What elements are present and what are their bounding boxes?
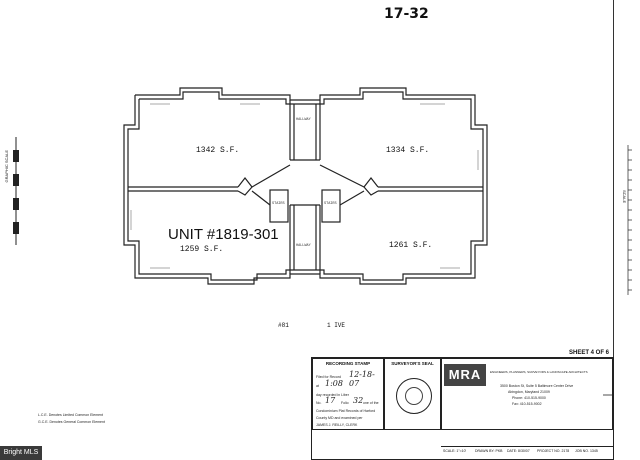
inner-wall bbox=[127, 91, 484, 281]
stamp-line: JAMES J. REILLY, CLERK bbox=[316, 423, 358, 427]
unit-area: 1259 S.F. bbox=[180, 245, 224, 254]
firm-line: ENGINEERS, PLANNERS, SURVEYORS & LANDSCA… bbox=[490, 370, 588, 374]
surveyor-seal-icon bbox=[396, 378, 432, 414]
surveyors-seal-box: SURVEYOR'S SEAL bbox=[384, 358, 441, 430]
legend: L.C.E. Denotes Limited Common Element G.… bbox=[38, 412, 105, 426]
stamp-line: County MD and examined per bbox=[316, 416, 363, 420]
scale-label-right: SCALE bbox=[622, 190, 627, 204]
firm-line: 3500 Boston St, Suite 5 Baltimore Center… bbox=[500, 384, 574, 388]
graphic-scale-label: GRAPHIC SCALE bbox=[4, 150, 9, 183]
footer-job: JOB NO. 1345 bbox=[575, 449, 598, 453]
title-block-footer: SCALE: 1"=10' DRAWN BY: PKB DATE: 8/30/0… bbox=[441, 446, 613, 460]
firm-line: Fax: 410-515-9002 bbox=[512, 402, 542, 406]
stamp-time-handwritten: 1:08 bbox=[325, 379, 343, 388]
figure-label: #81 bbox=[278, 322, 289, 329]
stair-label-left: STAIRS bbox=[272, 202, 285, 206]
room-area-ne: 1334 S.F. bbox=[386, 146, 430, 155]
stamp-folio-handwritten: 32 bbox=[353, 396, 364, 405]
stamp-line: Filed for Record bbox=[316, 375, 341, 379]
stamp-line: at bbox=[316, 384, 319, 388]
mra-logo: MRA bbox=[444, 364, 486, 386]
mls-watermark: Bright MLS bbox=[0, 446, 42, 460]
level-label: 1 IVE bbox=[327, 322, 346, 329]
stamp-line: one of the bbox=[363, 401, 379, 405]
graphic-scale-right bbox=[627, 145, 632, 295]
footer-date: DATE: 8/30/07 bbox=[507, 449, 530, 453]
firm-info bbox=[441, 358, 613, 430]
hallway-label-bottom: HALLWAY bbox=[296, 244, 311, 248]
footer-scale: SCALE: 1"=10' bbox=[443, 449, 467, 453]
firm-line: Phone: 410-515-9000 bbox=[512, 396, 546, 400]
footer-project: PROJECT NO. 2178 bbox=[537, 449, 570, 453]
legend-gce: G.C.E. Denotes General Common Element bbox=[38, 420, 105, 424]
stair-label-right: STAIRS bbox=[324, 202, 337, 206]
stamp-line: day recorded in Liber bbox=[316, 393, 349, 397]
sheet-number: SHEET 4 OF 6 bbox=[568, 350, 609, 356]
surveyors-seal-header: SURVEYOR'S SEAL bbox=[391, 361, 434, 366]
legend-lce: L.C.E. Denotes Limited Common Element bbox=[38, 413, 103, 417]
title-block: SHEET 4 OF 6 RECORDING STAMP Filed for R… bbox=[311, 350, 614, 460]
recording-stamp: RECORDING STAMP Filed for Record 12-18-0… bbox=[312, 358, 384, 430]
sheet-id: 17-32 bbox=[384, 6, 429, 22]
room-area-se: 1261 S.F. bbox=[389, 241, 433, 250]
footer-drawn-by: DRAWN BY: PKB bbox=[475, 449, 503, 453]
hallway-label-top: HALLWAY bbox=[296, 118, 311, 122]
graphic-scale-left bbox=[13, 137, 19, 245]
sheet-border bbox=[613, 0, 614, 460]
unit-label: UNIT #1819-301 bbox=[168, 226, 279, 243]
stamp-line: No. bbox=[316, 401, 322, 405]
stamp-date-handwritten: 12-18-07 bbox=[349, 370, 375, 388]
stamp-no-handwritten: 17 bbox=[325, 396, 336, 405]
room-area-nw: 1342 S.F. bbox=[196, 146, 240, 155]
firm-line: Abingdon, Maryland 21009 bbox=[508, 390, 550, 394]
stamp-line: Folio bbox=[341, 401, 349, 405]
stamp-line: Condominium Plat Records of Harford bbox=[316, 409, 376, 413]
recording-stamp-header: RECORDING STAMP bbox=[325, 361, 371, 366]
